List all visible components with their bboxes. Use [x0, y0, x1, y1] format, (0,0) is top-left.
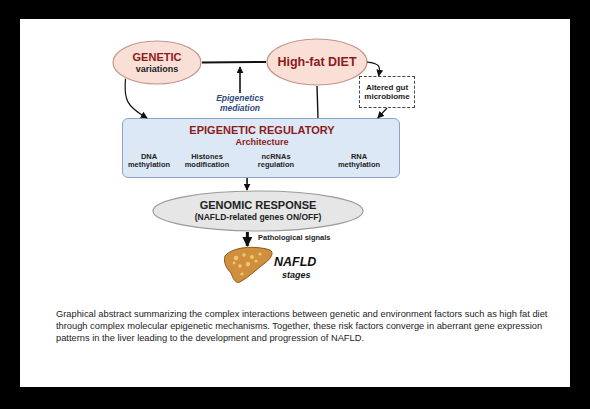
node-text: Altered gut microbiome — [360, 83, 414, 101]
annotation-label: Epigenetics mediation — [200, 94, 280, 114]
connector — [202, 61, 266, 64]
node-text: DNA methylation — [125, 153, 173, 170]
node-text: ncRNAs regulation — [248, 153, 304, 170]
node-text: Architecture — [123, 137, 401, 147]
fat-droplet — [250, 255, 254, 259]
factor-ellipse: High-fat DIET — [266, 38, 368, 86]
node-text: EPIGENETIC REGULATORY — [123, 124, 401, 136]
node-text: RNA methylation — [333, 153, 385, 170]
connector — [316, 86, 318, 118]
connector — [246, 232, 249, 246]
fat-droplet — [233, 262, 236, 265]
node-text: stages — [282, 270, 311, 280]
connector — [246, 178, 248, 190]
connector — [367, 62, 380, 76]
node-text: High-fat DIET — [277, 55, 356, 69]
ellipse-shape — [267, 39, 367, 85]
factor-ellipse: GENETICvariations — [112, 40, 202, 85]
fat-droplet — [242, 253, 246, 257]
fat-droplet — [238, 264, 242, 268]
process-box: EPIGENETIC REGULATORYArchitectureDNA met… — [122, 118, 400, 178]
mediation-arrow — [239, 67, 241, 93]
ellipse-shape — [153, 191, 363, 231]
node-text: GENETIC — [133, 51, 182, 63]
liver-shape — [224, 247, 272, 282]
fat-droplet — [234, 256, 238, 260]
connector — [378, 108, 387, 118]
node-text: (NAFLD-related genes ON/OFF) — [195, 213, 322, 223]
connector — [125, 79, 147, 118]
fat-droplet — [240, 272, 243, 275]
dashed-box: Altered gut microbiome — [359, 76, 415, 108]
fat-droplet — [258, 252, 261, 255]
ellipse-shape — [113, 41, 201, 84]
liver-illustration: NAFLDstages — [222, 246, 332, 286]
response-ellipse: GENOMIC RESPONSE (NAFLD-related genes ON/… — [152, 190, 364, 232]
fat-droplet — [246, 262, 250, 266]
edge-label: Pathological signals — [258, 234, 331, 243]
node-text: NAFLD — [274, 255, 316, 269]
fat-droplet — [254, 259, 257, 262]
node-text: GENOMIC RESPONSE — [200, 199, 317, 211]
node-text: Histones modification — [178, 153, 236, 170]
node-text: variations — [136, 64, 179, 74]
figure-caption: Graphical abstract summarizing the compl… — [56, 308, 566, 344]
